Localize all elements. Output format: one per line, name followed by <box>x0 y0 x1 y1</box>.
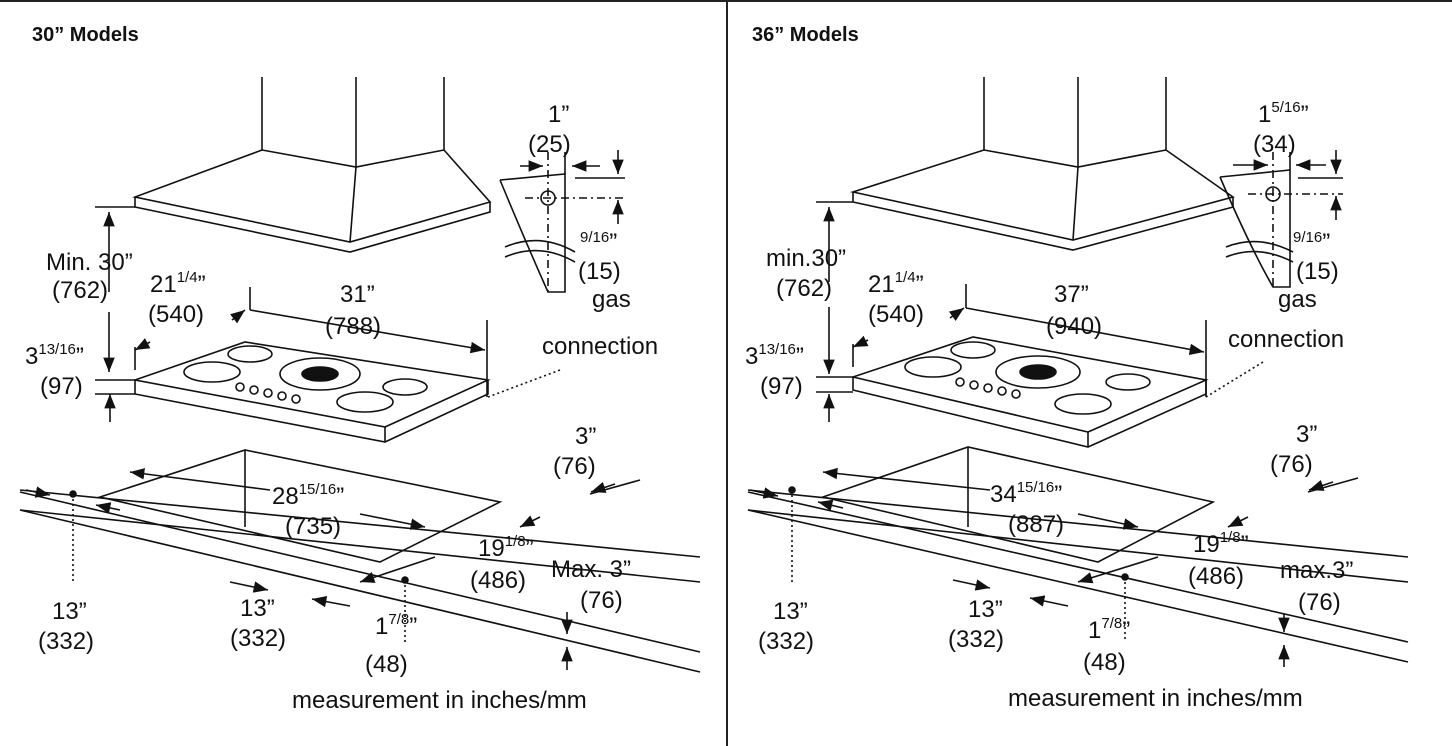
gas-height-mm: (15) <box>1296 258 1339 285</box>
gas-height-inches: 9/16” <box>1293 229 1330 256</box>
cutout-depth-mm: (486) <box>1188 563 1244 590</box>
side-front-inches: 13” <box>240 595 275 622</box>
max-depth-inches: max.3” <box>1280 557 1353 584</box>
gas-offset-mm: (25) <box>528 131 571 158</box>
gas-connection-detail <box>499 152 625 293</box>
installation-drawing: Min. 30” (762) 211/4” (540) 31” (788) 31… <box>19 77 701 714</box>
hood-clearance-mm: (762) <box>52 277 108 304</box>
countertop <box>747 446 1409 663</box>
front-offset-inches: 17/8” <box>1088 615 1130 644</box>
max-depth-inches: Max. 3” <box>551 556 631 583</box>
back-clearance-mm: (76) <box>1270 451 1313 478</box>
dimension-lines <box>749 150 1359 667</box>
side-left-mm: (332) <box>38 628 94 655</box>
width-inches: 31” <box>340 281 375 308</box>
hood-clearance-inches: Min. 30” <box>46 249 133 276</box>
cutout-width-mm: (887) <box>1008 511 1064 538</box>
gas-connection-detail <box>1219 152 1343 288</box>
max-depth-mm: (76) <box>580 587 623 614</box>
gas-offset-inches: 15/16” <box>1258 99 1309 128</box>
gas-offset-inches: 1” <box>548 101 569 128</box>
gas-connection-label: connection <box>542 333 658 360</box>
cutout-width-inches: 2815/16” <box>272 481 344 510</box>
thickness-mm: (97) <box>760 373 803 400</box>
dimension-lines <box>25 150 641 670</box>
units-note: measurement in inches/mm <box>292 687 587 714</box>
cutout-width-inches: 3415/16” <box>990 479 1062 508</box>
panel-divider <box>726 2 728 746</box>
front-offset-mm: (48) <box>365 651 408 678</box>
cutout-depth-inches: 191/8” <box>1193 529 1249 558</box>
dimension-labels: min.30” (762) 211/4” (540) 37” (940) 313… <box>745 99 1353 712</box>
panel-36-inch: 36” Models <box>728 2 1452 746</box>
cooktop <box>131 341 491 443</box>
side-front-mm: (332) <box>948 626 1004 653</box>
side-front-inches: 13” <box>968 596 1003 623</box>
units-note: measurement in inches/mm <box>1008 685 1303 712</box>
dimension-labels: Min. 30” (762) 211/4” (540) 31” (788) 31… <box>25 101 658 714</box>
front-offset-inches: 17/8” <box>375 611 417 640</box>
thickness-inches: 313/16” <box>745 341 804 370</box>
gas-offset-mm: (34) <box>1253 131 1296 158</box>
gas-label: gas <box>1278 286 1317 313</box>
gas-height-mm: (15) <box>578 258 621 285</box>
width-mm: (940) <box>1046 313 1102 340</box>
hood-clearance-mm: (762) <box>776 275 832 302</box>
cutout-depth-inches: 191/8” <box>478 533 534 562</box>
back-clearance-inches: 3” <box>1296 421 1317 448</box>
offset-depth-mm: (540) <box>148 301 204 328</box>
cooktop <box>850 336 1209 448</box>
range-hood <box>849 77 1235 251</box>
offset-depth-inches: 211/4” <box>150 269 206 298</box>
cutout-depth-mm: (486) <box>470 567 526 594</box>
side-front-mm: (332) <box>230 625 286 652</box>
gas-label: gas <box>592 286 631 313</box>
gas-height-inches: 9/16” <box>580 229 617 256</box>
thickness-inches: 313/16” <box>25 341 84 370</box>
offset-depth-mm: (540) <box>868 301 924 328</box>
range-hood <box>132 77 492 253</box>
panel-title: 30” Models <box>32 24 139 46</box>
width-mm: (788) <box>325 313 381 340</box>
hood-clearance-inches: min.30” <box>766 245 846 272</box>
side-left-mm: (332) <box>758 628 814 655</box>
width-inches: 37” <box>1054 281 1089 308</box>
installation-drawing: min.30” (762) 211/4” (540) 37” (940) 313… <box>745 77 1409 712</box>
offset-depth-inches: 211/4” <box>868 269 924 298</box>
panel-title: 36” Models <box>752 24 859 46</box>
front-offset-mm: (48) <box>1083 649 1126 676</box>
thickness-mm: (97) <box>40 373 83 400</box>
back-clearance-mm: (76) <box>553 453 596 480</box>
cutout-width-mm: (735) <box>285 513 341 540</box>
back-clearance-inches: 3” <box>575 423 596 450</box>
max-depth-mm: (76) <box>1298 589 1341 616</box>
panel-30-inch: 30” Models <box>0 2 726 746</box>
side-left-inches: 13” <box>773 598 808 625</box>
side-left-inches: 13” <box>52 598 87 625</box>
gas-connection-label: connection <box>1228 326 1344 353</box>
